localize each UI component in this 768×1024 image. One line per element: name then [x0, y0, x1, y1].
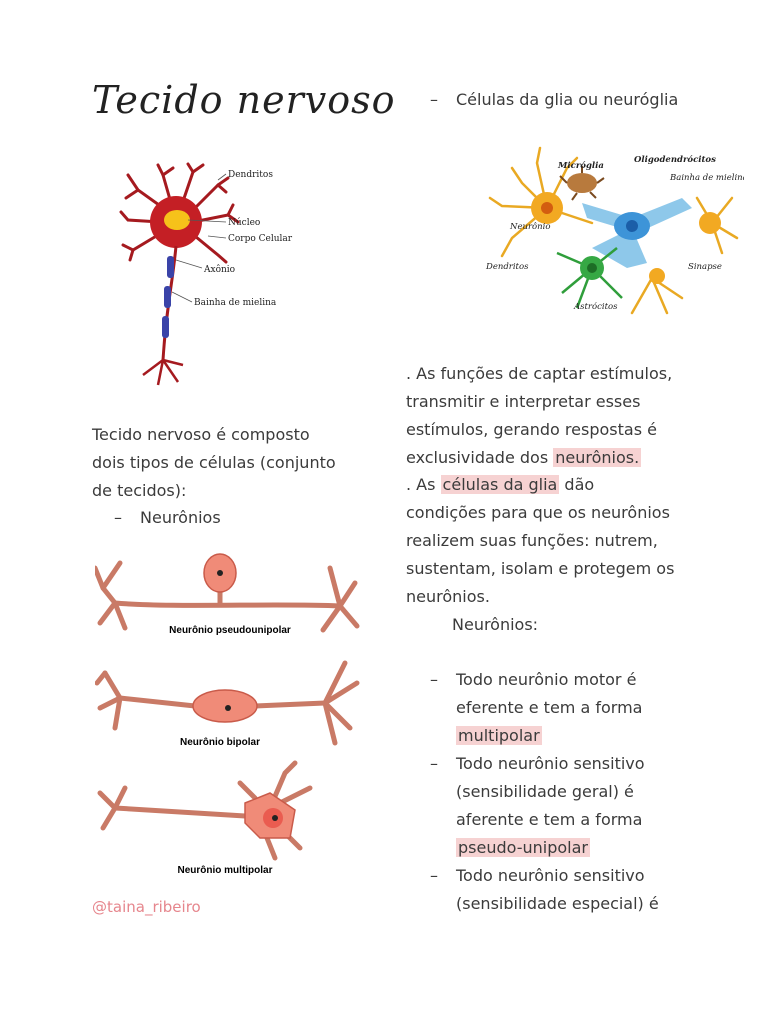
functions-paragraph-glia: . As células da glia dão condições para …: [406, 475, 675, 606]
label-bainha-de-mielina: Bainha de mielina: [194, 298, 277, 308]
label-nucleo: Núcleo: [228, 217, 260, 228]
glia-heading: –Células da glia ou neuróglia: [430, 90, 679, 109]
microglia: [559, 166, 605, 201]
author-credit: @taina_ribeiro: [92, 898, 201, 916]
neuron-bullets-list: – Todo neurônio motor é eferente e tem a…: [430, 666, 680, 918]
label-dendritos-glia: Dendritos: [485, 262, 529, 272]
pseudounipolar-neuron: [95, 553, 360, 633]
highlight-multipolar: multipolar: [456, 726, 542, 745]
neuron-anatomy-diagram: Dendritos Núcleo Corpo Celular Axônio Ba…: [119, 162, 293, 386]
label-bainha-mielina-glia: Bainha de mielina: [669, 173, 744, 183]
nucleus: [164, 210, 190, 230]
neuron-types-diagram: Neurônio pseudounipolar Neurônio bipolar…: [95, 553, 360, 876]
label-astrocitos: Astrócitos: [573, 301, 618, 312]
caption-multipolar: Neurônio multipolar: [178, 865, 273, 876]
bullet-item: – Todo neurônio motor é eferente e tem a…: [430, 670, 643, 745]
label-microglia: Micróglia: [557, 160, 604, 171]
neuronios-heading: Neurônios:: [452, 615, 539, 634]
bullet-item: – Todo neurônio sensitivo (sensibilidade…: [430, 866, 659, 913]
label-corpo-celular: Corpo Celular: [228, 234, 293, 244]
functions-paragraph-neurons: . As funções de captar estímulos, transm…: [406, 364, 673, 467]
glia-diagram: Micróglia Oligodendrócitos Bainha de mie…: [485, 146, 744, 315]
label-axonio: Axônio: [203, 264, 235, 275]
highlight-celulas-da-glia: células da glia: [440, 475, 560, 494]
caption-bipolar: Neurônio bipolar: [180, 737, 260, 748]
intro-list-item: –Neurônios: [114, 508, 221, 527]
bullet-item: – Todo neurônio sensitivo (sensibilidade…: [430, 754, 645, 857]
axon-illustration: [142, 245, 184, 386]
page-title: Tecido nervoso: [92, 78, 396, 122]
intro-paragraph: Tecido nervoso é composto dois tipos de …: [92, 425, 336, 500]
label-oligodendrocitos: Oligodendrócitos: [634, 154, 716, 165]
label-sinapse: Sinapse: [688, 262, 722, 272]
bipolar-neuron: [95, 660, 360, 746]
multipolar-neuron: [97, 760, 313, 861]
highlight-neuronios: neurônios.: [553, 448, 642, 467]
caption-pseudounipolar: Neurônio pseudounipolar: [169, 625, 291, 636]
label-dendritos: Dendritos: [228, 170, 273, 180]
label-neuronio-glia: Neurônio: [509, 221, 550, 232]
highlight-pseudo-unipolar: pseudo-unipolar: [456, 838, 590, 857]
